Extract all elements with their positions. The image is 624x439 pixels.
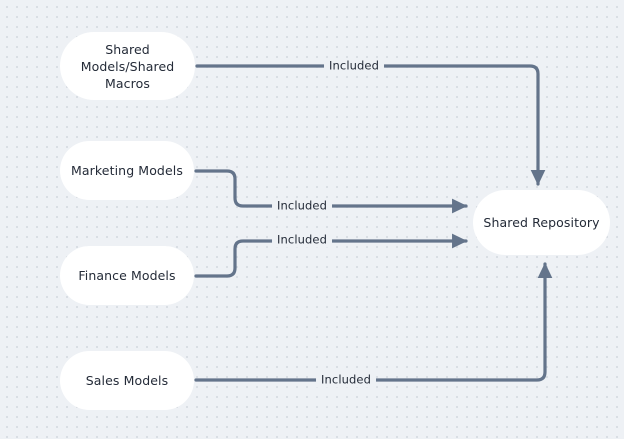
node-shared-repository[interactable]: Shared Repository bbox=[473, 190, 610, 255]
edge-shared-models-to-repository bbox=[195, 64, 546, 186]
node-sales-models-label: Sales Models bbox=[85, 373, 169, 388]
edge-label-shared-models: Included bbox=[324, 58, 384, 74]
node-sales-models[interactable]: Sales Models bbox=[60, 351, 194, 410]
node-marketing-models[interactable]: Marketing Models bbox=[60, 141, 194, 200]
node-finance-models[interactable]: Finance Models bbox=[60, 246, 194, 305]
node-shared-models-label: Shared Models/Shared Macros bbox=[80, 41, 175, 91]
node-shared-models[interactable]: Shared Models/Shared Macros bbox=[60, 32, 195, 100]
node-shared-repository-label: Shared Repository bbox=[483, 215, 600, 230]
edge-label-marketing: Included bbox=[272, 198, 332, 214]
edge-label-sales: Included bbox=[316, 372, 376, 388]
edge-label-finance: Included bbox=[272, 232, 332, 248]
node-marketing-models-label: Marketing Models bbox=[71, 163, 183, 178]
node-finance-models-label: Finance Models bbox=[78, 268, 176, 283]
edge-sales-to-repository bbox=[194, 262, 553, 382]
